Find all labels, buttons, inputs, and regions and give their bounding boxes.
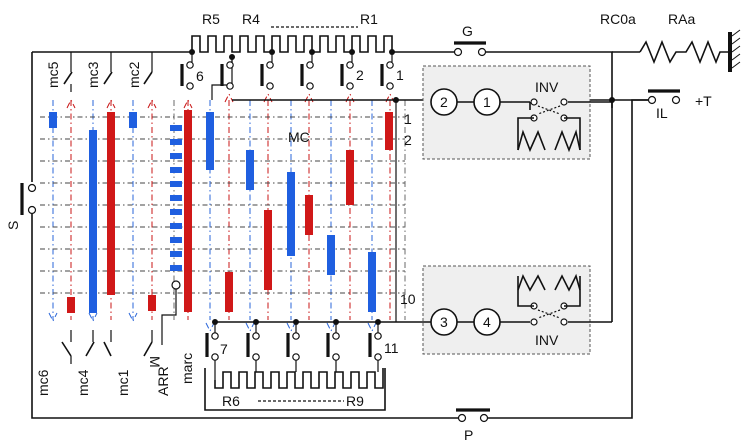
label-contact-11: 11 — [384, 340, 399, 356]
label-motor-4: 4 — [483, 314, 491, 330]
label-inv-bottom: INV — [535, 332, 559, 348]
label-mc5: mc5 — [45, 61, 61, 88]
label-row-10: 10 — [400, 291, 416, 307]
bar-mc4 — [89, 130, 97, 313]
bar-col-10 — [385, 112, 393, 150]
label-m-rot: M — [147, 356, 163, 368]
bar-mc6 — [67, 297, 75, 313]
label-r5: R5 — [202, 11, 220, 27]
label-motor-3: 3 — [440, 314, 448, 330]
bottom-wiring — [161, 100, 431, 411]
label-marc: marc — [179, 353, 195, 384]
label-mc4: mc4 — [75, 369, 91, 396]
bar-marc — [184, 110, 192, 312]
left-bus — [20, 52, 633, 423]
label-row-1: 1 — [404, 111, 412, 127]
label-r6: R6 — [222, 393, 240, 409]
label-rc0a: RC0a — [600, 11, 636, 27]
lower-motor-panel — [422, 100, 613, 355]
arr-comb — [170, 125, 182, 290]
bar-col-3 — [246, 150, 254, 190]
label-mc3: mc3 — [85, 61, 101, 88]
label-p: P — [464, 427, 473, 443]
aux-switches-bottom — [61, 330, 153, 364]
label-s: S — [5, 221, 21, 230]
top-contactors — [180, 61, 394, 90]
label-contact-2: 2 — [356, 67, 364, 83]
label-raa: RAa — [668, 11, 695, 27]
drum-contact-bars — [49, 110, 393, 313]
upper-motor-panel — [422, 65, 612, 160]
bar-col-2 — [225, 272, 233, 312]
bar-col-5 — [287, 172, 295, 256]
label-mc1: mc1 — [115, 369, 131, 396]
bar-col-9 — [368, 252, 376, 312]
label-plus-t: +T — [695, 93, 712, 109]
labels: R5 R4 R1 G RC0a RAa mc5 mc3 mc2 6 2 1 IN… — [5, 11, 712, 443]
bar-mc3 — [107, 112, 115, 295]
bar-col-7 — [327, 235, 335, 275]
bar-mc1 — [148, 295, 156, 311]
bar-mc2 — [129, 112, 137, 128]
bar-col-4 — [264, 210, 272, 290]
bar-col-1 — [206, 112, 214, 170]
label-mc: MC — [288, 129, 310, 145]
label-r9: R9 — [346, 393, 364, 409]
bar-col-8 — [346, 150, 354, 205]
label-g: G — [462, 23, 473, 39]
label-r4: R4 — [242, 11, 260, 27]
label-contact-7: 7 — [220, 341, 228, 357]
label-row-2: 2 — [404, 132, 412, 148]
label-mc2: mc2 — [126, 61, 142, 88]
label-contact-6: 6 — [196, 68, 204, 84]
label-inv-top: INV — [535, 79, 559, 95]
label-motor-2: 2 — [440, 94, 448, 110]
aux-switches-top — [63, 52, 153, 92]
switch-il — [631, 89, 681, 110]
label-mc6: mc6 — [35, 369, 51, 396]
bar-col-6 — [305, 195, 313, 235]
bar-mc5 — [49, 112, 57, 128]
switch-g — [453, 41, 487, 57]
label-r1: R1 — [360, 11, 378, 27]
label-arr: ARR — [155, 366, 171, 396]
label-il: IL — [656, 105, 668, 121]
label-motor-1: 1 — [483, 94, 491, 110]
label-contact-1: 1 — [396, 67, 404, 83]
